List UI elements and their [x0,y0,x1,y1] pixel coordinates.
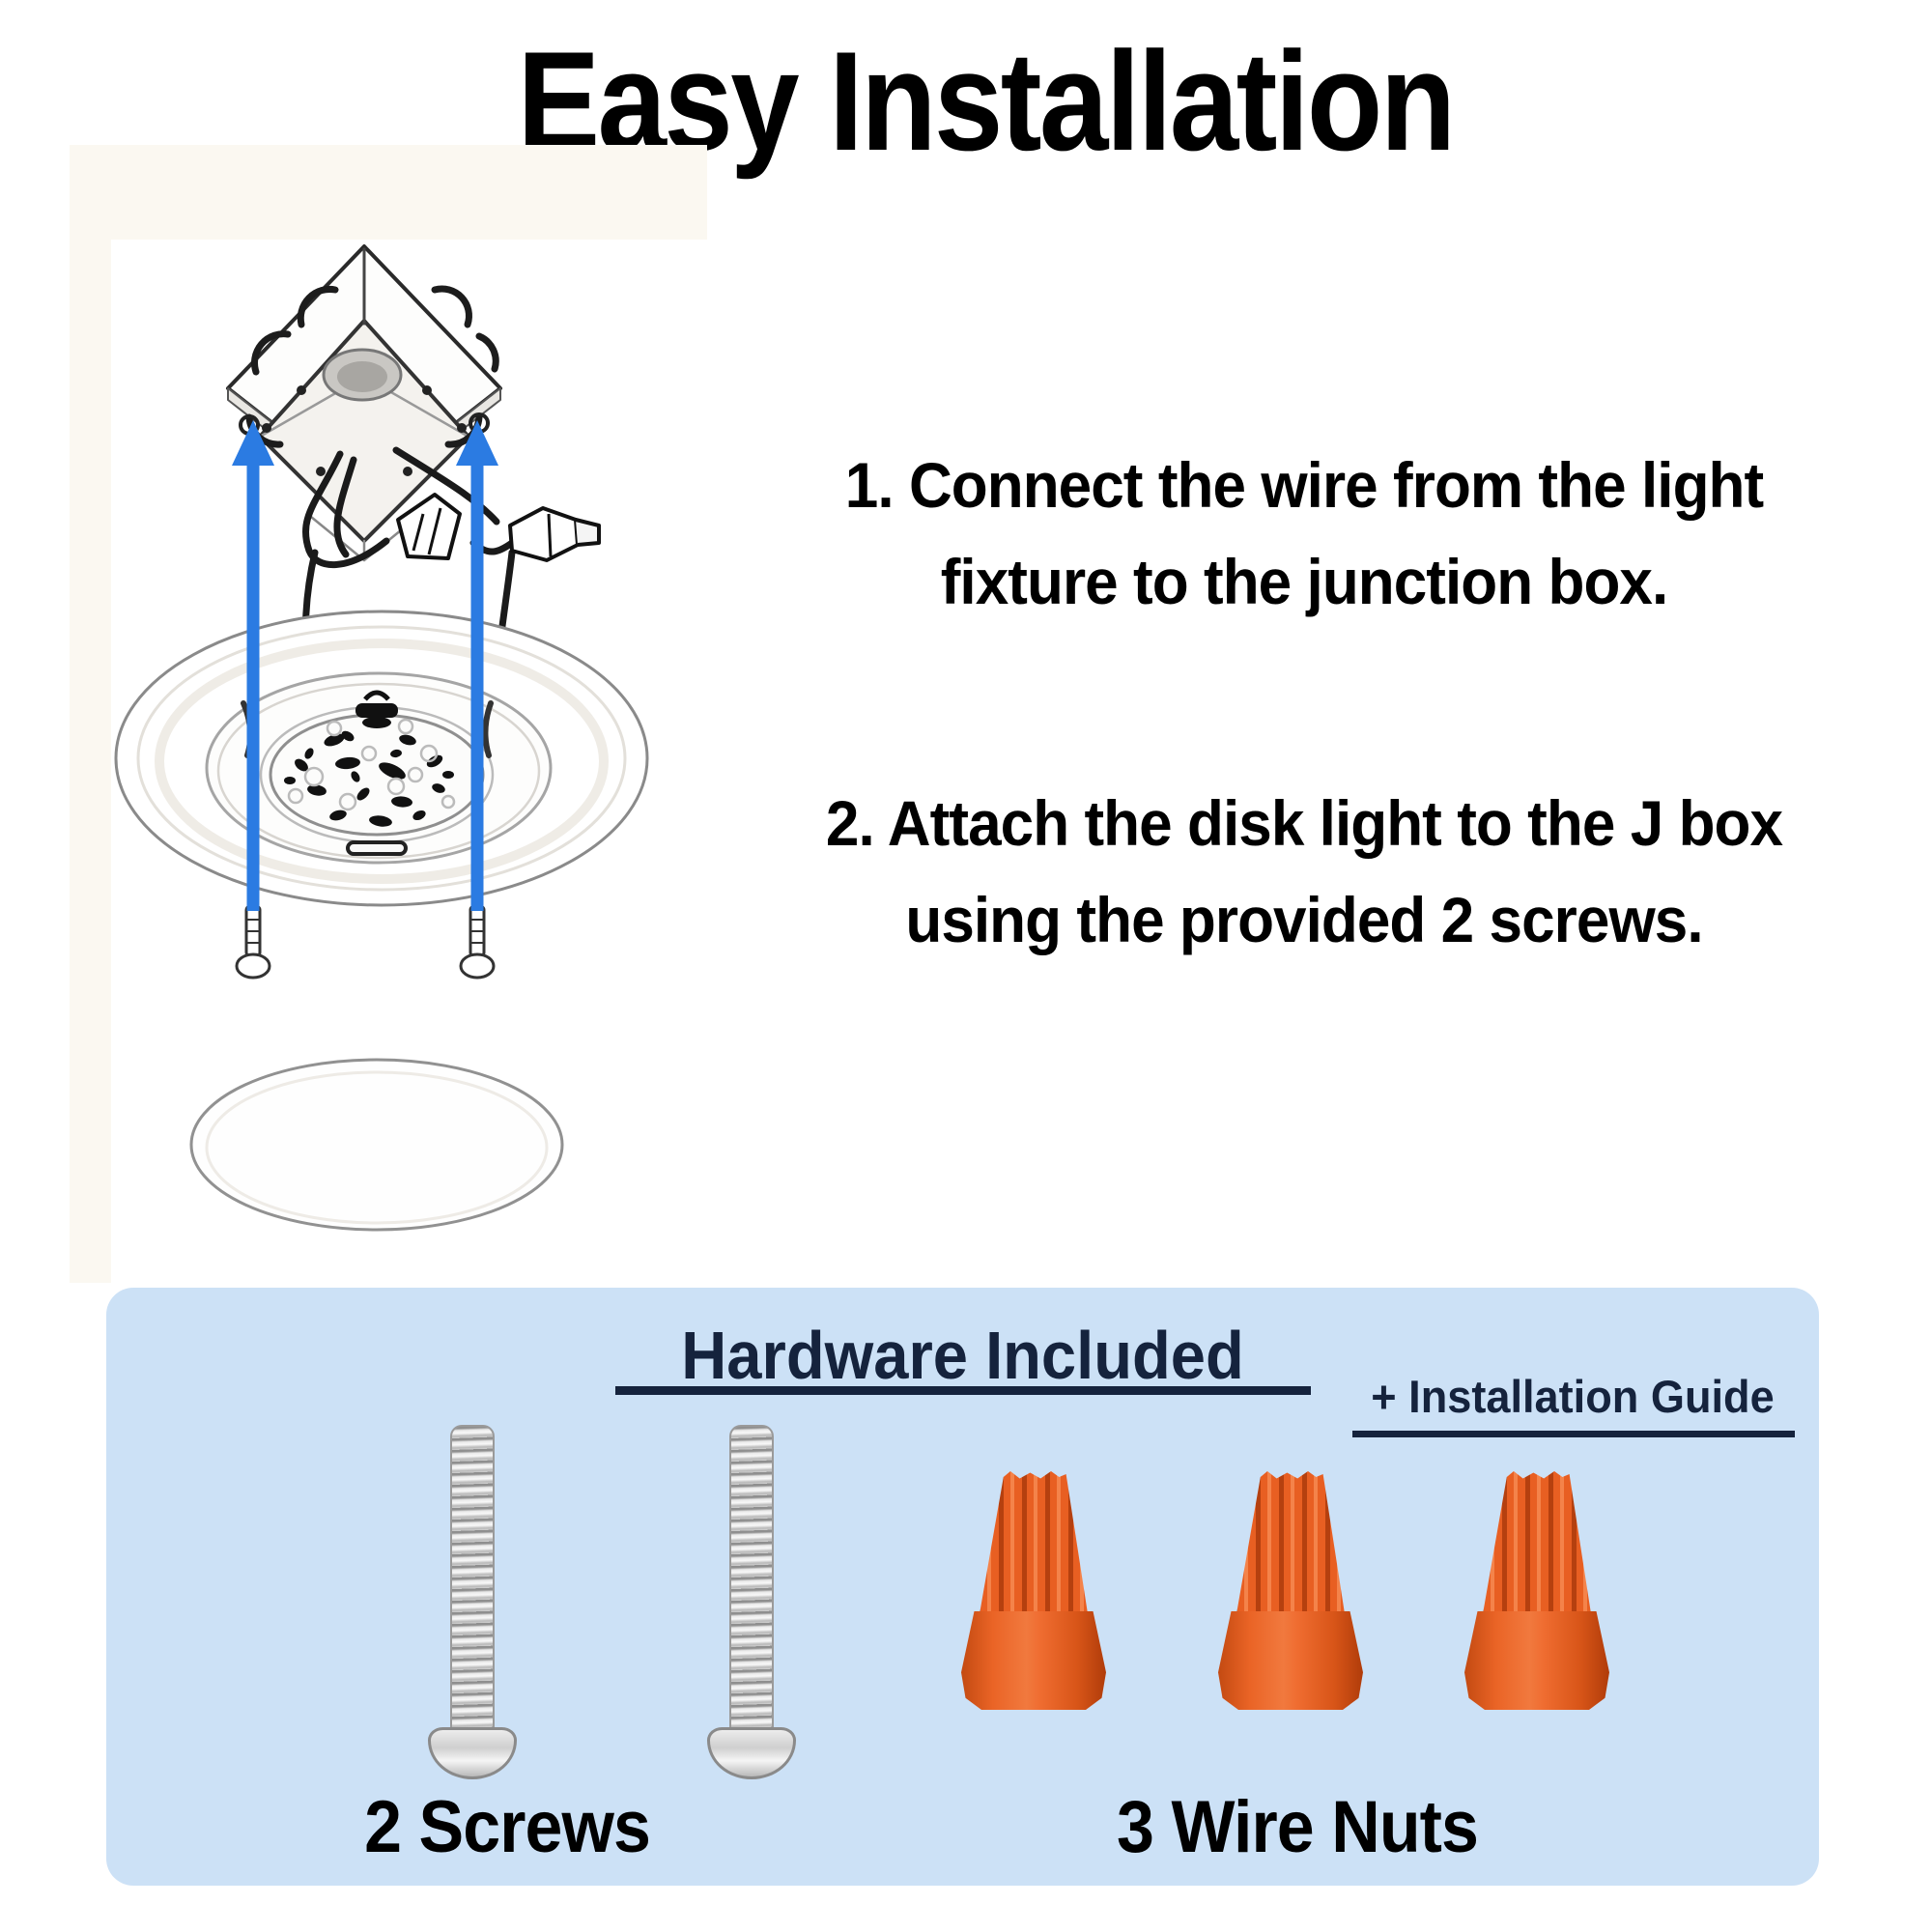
screw-thread [729,1425,774,1732]
wire-nut-skirt [1218,1611,1363,1710]
led-chips [284,717,454,827]
wire-nut-connectors [396,493,601,562]
wire-nut-skirt [1464,1611,1609,1710]
disk-light [114,610,649,907]
hardware-panel-title: Hardware Included [681,1318,1244,1393]
mounting-screws [235,904,496,980]
wire-nut-cone [1482,1471,1592,1616]
wire-nut-item [1218,1471,1363,1713]
wire-nuts-label: 3 Wire Nuts [1117,1786,1479,1868]
screw-head [428,1727,517,1779]
diffuser-disc [189,1058,564,1232]
step-1-line-1: 1. Connect the wire from the light [844,449,1764,521]
step-2: 2. Attach the disk light to the J box us… [714,775,1894,968]
step-1-line-2: fixture to the junction box. [940,546,1669,617]
arrow-up-left-icon [232,420,274,911]
screws-label: 2 Screws [364,1786,651,1868]
line-art-diagram [70,145,720,1283]
led-pads [287,718,456,811]
arrow-up-right-icon [456,420,498,911]
wire-nut-item [1464,1471,1609,1713]
step-1: 1. Connect the wire from the light fixtu… [714,437,1894,630]
box-screw-holes [262,385,467,476]
hardware-title-underline [614,1386,1311,1395]
wire-nut-cone [1236,1471,1346,1616]
step-2-line-2: using the provided 2 screws. [905,884,1703,955]
installation-illustration [58,135,734,1294]
wire-nut-skirt [961,1611,1106,1710]
installation-guide-note: + Installation Guide [1371,1371,1775,1422]
hardware-panel: Hardware Included + Installation Guide 2… [106,1288,1819,1886]
installation-guide-underline [1352,1431,1795,1437]
wire-nut-cone [979,1471,1089,1616]
screw-thread [450,1425,495,1732]
junction-box [226,244,502,562]
step-2-line-1: 2. Attach the disk light to the J box [825,787,1783,859]
screw-head [707,1727,796,1779]
wire-nut-item [961,1471,1106,1713]
